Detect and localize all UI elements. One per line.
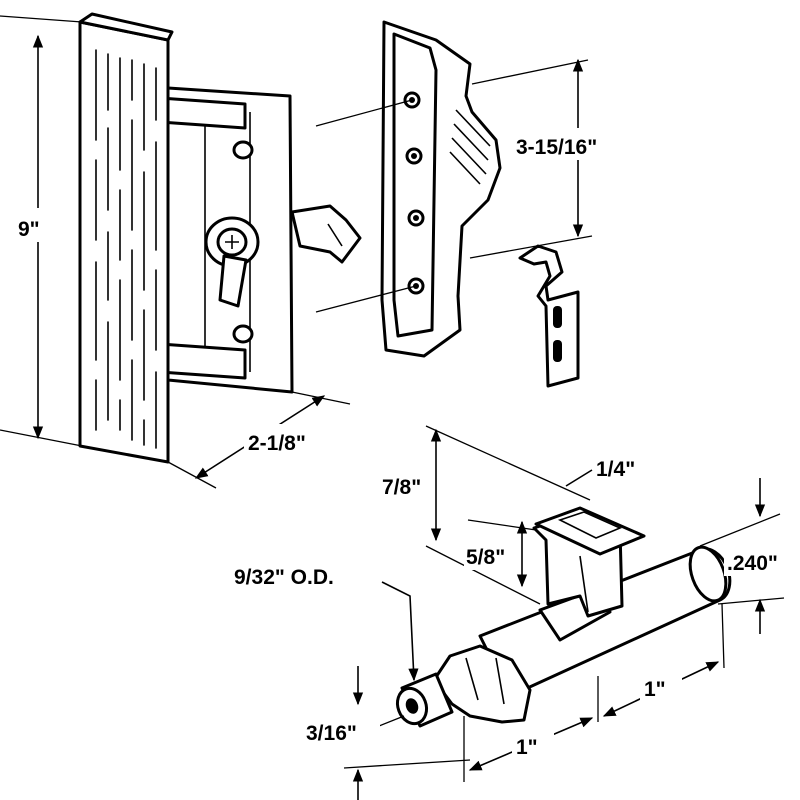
label-handle-depth: 2-1/8" — [248, 432, 306, 455]
dimension-handle-height: 9" — [0, 15, 83, 447]
label-latch-height: 7/8" — [382, 476, 421, 499]
label-tab-width: 1/4" — [596, 458, 635, 481]
label-tab-height: 5/8" — [466, 546, 505, 569]
label-tip-size: 3/16" — [306, 722, 357, 745]
latch-spindle-assembly — [395, 506, 732, 728]
dimension-tip-size: 3/16" — [304, 666, 471, 800]
dimension-segments: 1" 1" — [463, 603, 725, 782]
wood-grain-texture — [95, 49, 157, 449]
label-hole-spacing: 3-15/16" — [516, 136, 597, 159]
dimension-handle-depth: 2-1/8" — [167, 391, 351, 489]
label-segment-b: 1" — [516, 736, 538, 759]
label-segment-a: 1" — [644, 678, 666, 701]
dimension-latch-height: 7/8" — [380, 425, 591, 605]
dimension-tab-width: 1/4" — [565, 452, 656, 487]
dimension-spindle-od: 9/32" O.D. — [232, 560, 419, 682]
dimension-hole-spacing: 3-15/16" — [315, 58, 640, 313]
outside-handle — [78, 12, 362, 464]
dimension-shaft-diameter: .240" — [699, 478, 800, 634]
inside-pull — [380, 20, 502, 358]
label-handle-height: 9" — [18, 218, 40, 241]
label-spindle-od: 9/32" O.D. — [234, 566, 334, 589]
dimension-tab-height: 5/8" — [464, 519, 537, 588]
label-shaft-diameter: .240" — [727, 552, 778, 575]
keeper-bracket — [518, 244, 580, 388]
